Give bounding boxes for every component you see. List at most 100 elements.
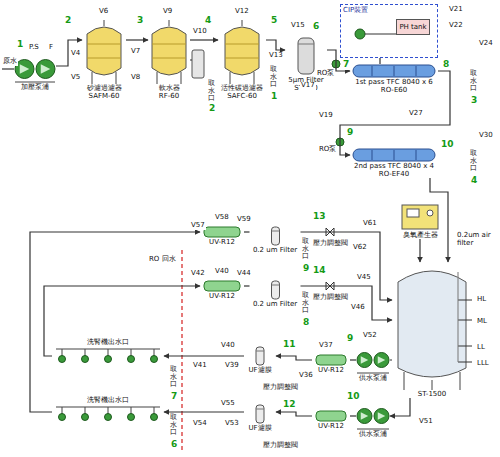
tag-label: V17	[300, 82, 316, 90]
symbol	[356, 402, 390, 430]
tank-body	[225, 27, 259, 75]
symbol	[52, 346, 164, 364]
outlet-label: 取水口	[270, 66, 277, 89]
uv-chamber	[316, 411, 346, 421]
uf-membrane: UF濾膜	[244, 346, 276, 374]
pipe-connector	[244, 285, 250, 286]
faucet-stem	[62, 349, 63, 356]
tag-label: V12	[234, 8, 250, 16]
node-label: UV-R12	[318, 366, 344, 374]
pump-arrow	[41, 64, 51, 74]
tag-label: LL	[476, 344, 486, 352]
node-label: SAFM-60	[89, 92, 120, 100]
faucet-head	[151, 414, 158, 421]
pipe-connector	[126, 39, 148, 40]
outlet-label: 取水口	[208, 80, 215, 103]
tag-label: V61	[362, 220, 378, 228]
tag-label: V4	[70, 50, 81, 58]
tank-leg	[181, 72, 182, 84]
symbol	[244, 346, 276, 366]
node-label: UV-R12	[318, 422, 344, 430]
tag-label: V55	[220, 400, 236, 408]
symbol	[148, 20, 190, 84]
faucet-head	[128, 414, 135, 421]
cartridge	[256, 347, 264, 365]
ozone-dial	[427, 210, 433, 216]
callout-number: 10	[440, 140, 455, 150]
pump-arrow	[378, 356, 386, 364]
tag-label: V54	[192, 420, 208, 428]
tag-label: F	[48, 44, 54, 52]
callout-number: 7	[342, 60, 350, 70]
cartridge-cap	[271, 285, 279, 286]
node-label: 砂濾過濾器	[87, 84, 122, 92]
callout-number: 11	[282, 340, 297, 350]
callout-number: 14	[312, 266, 327, 276]
filter-vessel: 砂濾過濾器SAFM-60	[82, 20, 126, 100]
pipe-connector	[340, 71, 450, 155]
symbol	[350, 148, 438, 162]
pipe-connector	[56, 40, 82, 66]
pipe-connector	[30, 232, 200, 412]
tag-label: V40	[214, 268, 230, 276]
tag-label: ML	[476, 318, 488, 326]
node-label: PH tank	[399, 23, 426, 31]
callout-number: 6	[312, 22, 320, 32]
cip-pipe	[365, 34, 396, 35]
uv-lamp: UV-R12	[200, 280, 244, 300]
tag-label: V57	[190, 222, 206, 230]
faucet-stem	[131, 349, 132, 356]
ozone-generator: 臭氧產生器	[398, 203, 442, 239]
symbol	[312, 354, 350, 366]
level-sensor	[458, 362, 472, 363]
pump-base	[357, 429, 389, 430]
supply-pump: 供水泵浦	[356, 402, 390, 438]
callout-number: 8	[302, 318, 310, 328]
outlet-label: 取水口	[170, 414, 177, 437]
cartridge-cap	[256, 409, 264, 410]
faucet-stem	[131, 407, 132, 414]
membrane-joint	[416, 150, 417, 160]
cip-unit: CIP裝置PH tank	[340, 4, 438, 58]
callout-number: 9	[346, 128, 354, 138]
faucet-stem	[154, 407, 155, 414]
faucet-head	[59, 356, 66, 363]
pump-symbol	[36, 60, 55, 79]
callout-number: 4	[204, 16, 212, 26]
symbol	[250, 226, 301, 246]
node-label: 0.2 um Filter	[253, 246, 297, 254]
tag-label: V19	[318, 112, 334, 120]
tank-leg	[404, 372, 405, 390]
tag-label: 壓力調整閥	[262, 384, 299, 392]
pipe-connector	[244, 231, 250, 232]
uv-chamber	[204, 281, 240, 291]
pipe-connector	[276, 356, 312, 360]
faucet-head	[59, 414, 66, 421]
cartridge	[271, 227, 279, 245]
tank-band	[152, 44, 186, 45]
pipe-connector	[266, 40, 285, 50]
node-label: 0.2 um Filter	[253, 300, 297, 308]
callout-number: 13	[312, 212, 327, 222]
tag-label: V42	[190, 270, 206, 278]
symbol	[244, 404, 276, 424]
callout-number: 1	[270, 92, 278, 102]
pipe-connector	[350, 415, 356, 416]
storage-tank: ST-1500	[392, 262, 472, 398]
membrane-vessel	[353, 149, 435, 161]
node-label: 2nd pass TFC 8040 x 4	[354, 162, 434, 170]
tag-label: V46	[350, 304, 366, 312]
tank-band	[87, 44, 121, 45]
tag-label: 壓力調整閥	[262, 442, 299, 450]
ro-membrane: 1st pass TFC 8040 x 6RO-E60	[350, 64, 438, 94]
outlet-label: 取水口	[302, 292, 309, 315]
node-label: RF-60	[159, 92, 179, 100]
cartridge-cap	[256, 351, 264, 352]
faucet-stem	[62, 407, 63, 414]
tag-label: V21	[448, 6, 464, 14]
tank-body	[152, 27, 186, 75]
tag-label: V40	[220, 342, 236, 350]
level-probe	[458, 272, 459, 362]
node-label: 洗腎機出水口	[87, 396, 129, 404]
node-label: RO-EF40	[379, 170, 409, 178]
